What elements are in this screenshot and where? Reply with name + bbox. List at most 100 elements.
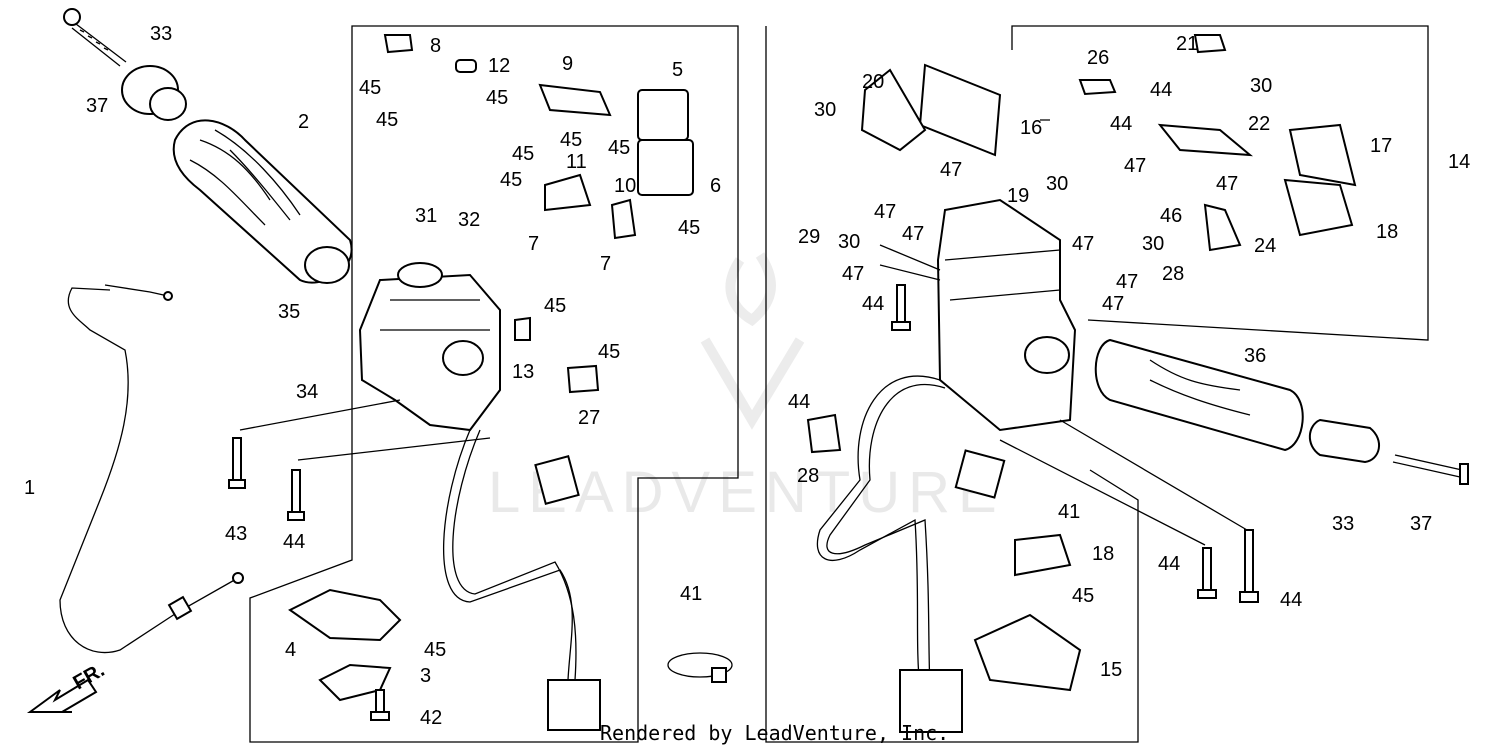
callout-7: 7 [528,233,539,255]
callout-36: 36 [1244,345,1266,367]
callout-30-e: 30 [838,231,860,253]
callout-16: 16 [1020,117,1042,139]
callout-6: 6 [710,175,721,197]
callout-37-b: 37 [1410,513,1432,535]
callout-30-c: 30 [1046,173,1068,195]
callout-47: 47 [1124,155,1146,177]
left-switch-group-frame [249,25,739,743]
callout-17: 17 [1370,135,1392,157]
credit-text: Rendered by LeadVenture, Inc. [600,721,949,745]
callout-47-h: 47 [1116,271,1138,293]
callout-45-b: 45 [486,87,508,109]
callout-47-c: 47 [940,159,962,181]
callout-23: 22 [1248,113,1270,135]
callout-44: 44 [1150,79,1172,101]
callout-27: 27 [578,407,600,429]
switch-assembly-14-frame [1011,25,1429,341]
callout-41-b: 44 [283,531,305,553]
callout-44-c: 44 [788,391,810,413]
callout-42: 44 [1280,589,1302,611]
part-20-right-switch-housing [936,198,1077,432]
part-right-wire-harness [816,375,1006,733]
callout-35: 35 [278,301,300,323]
callout-13: 13 [512,361,534,383]
callout-33-b: 33 [1332,513,1354,535]
callout-11: 11 [566,151,587,173]
callout-26: 26 [1087,47,1109,69]
callout-47-b: 47 [1216,173,1238,195]
callout-45-f: 45 [608,137,630,159]
callout-28: 28 [1162,263,1184,285]
callout-45-d: 45 [512,143,534,165]
callout-21: 20 [862,71,884,93]
watermark-logo [700,252,805,430]
part-36-grip [1094,338,1304,452]
callout-19: 18 [1092,543,1114,565]
part-left-wire-harness [442,429,601,731]
callout-38: 41 [680,583,702,605]
callout-3: 3 [420,665,431,687]
callout-47-e: 47 [902,223,924,245]
part-3-clamp-lower [318,663,392,702]
callout-41: 43 [225,523,247,545]
callout-14: 14 [1448,151,1470,173]
callout-22: 21 [1176,33,1198,55]
part-9-11-10-switch-parts [383,34,637,394]
callout-45-g: 45 [500,169,522,191]
part-37-bolt-right [1392,454,1469,485]
callout-45-h: 45 [678,217,700,239]
callout-10: 10 [614,175,636,197]
callout-34: 34 [296,381,318,403]
callout-44-d: 45 [1072,585,1094,607]
callout-29: 29 [798,226,820,248]
callout-5: 5 [672,59,683,81]
callout-43: 44 [862,293,884,315]
callout-9: 9 [562,53,573,75]
callout-30-d: 30 [1142,233,1164,255]
callout-40: 42 [420,707,442,729]
callout-37: 37 [86,95,108,117]
right-switch-group-frame [765,26,1139,743]
callout-47-d: 47 [874,201,896,223]
callout-30: 30 [1250,75,1272,97]
part-33-bar-end-weight [121,65,187,121]
callout-27-b: 28 [797,465,819,487]
part-2-left-switch-housing [358,262,501,432]
part-41-screws-left [228,399,491,521]
part-right-switch-parts [806,34,1357,692]
callout-12: 12 [488,55,510,77]
leader-lines-right [879,119,1248,546]
part-5-6-switch-covers [637,89,694,196]
callout-15: 15 [1100,659,1122,681]
callout-45-j: 45 [598,341,620,363]
callout-30-b: 30 [814,99,836,121]
callout-45: 45 [359,77,381,99]
callout-44-b: 44 [1110,113,1132,135]
callout-8: 8 [430,35,441,57]
callout-41-c: 44 [1158,553,1180,575]
callout-45-e: 45 [560,129,582,151]
part-37-bolt-left [63,8,127,67]
callout-20: 19 [1007,185,1029,207]
callout-32: 32 [458,209,480,231]
callout-39: 41 [1058,501,1080,523]
callout-46: 46 [1160,205,1182,227]
callout-1: 1 [24,477,35,499]
callout-24: 24 [1254,235,1276,257]
part-1-throttle-cable [59,284,244,654]
callout-47-f: 47 [1072,233,1094,255]
callout-45-k: 45 [424,639,446,661]
part-40-screw [370,689,390,721]
callout-33: 33 [150,23,172,45]
callout-45-c: 45 [376,109,398,131]
callout-4: 4 [285,639,296,661]
callout-45-i: 45 [544,295,566,317]
part-33-bar-end-weight-right [1308,418,1380,464]
part-38-cable-tie [667,652,733,683]
part-4-clamp-upper [288,588,402,642]
callout-18: 18 [1376,221,1398,243]
part-35-throttle-grip [172,119,353,284]
callout-2: 2 [298,111,309,133]
front-direction-arrow-icon [26,678,98,713]
